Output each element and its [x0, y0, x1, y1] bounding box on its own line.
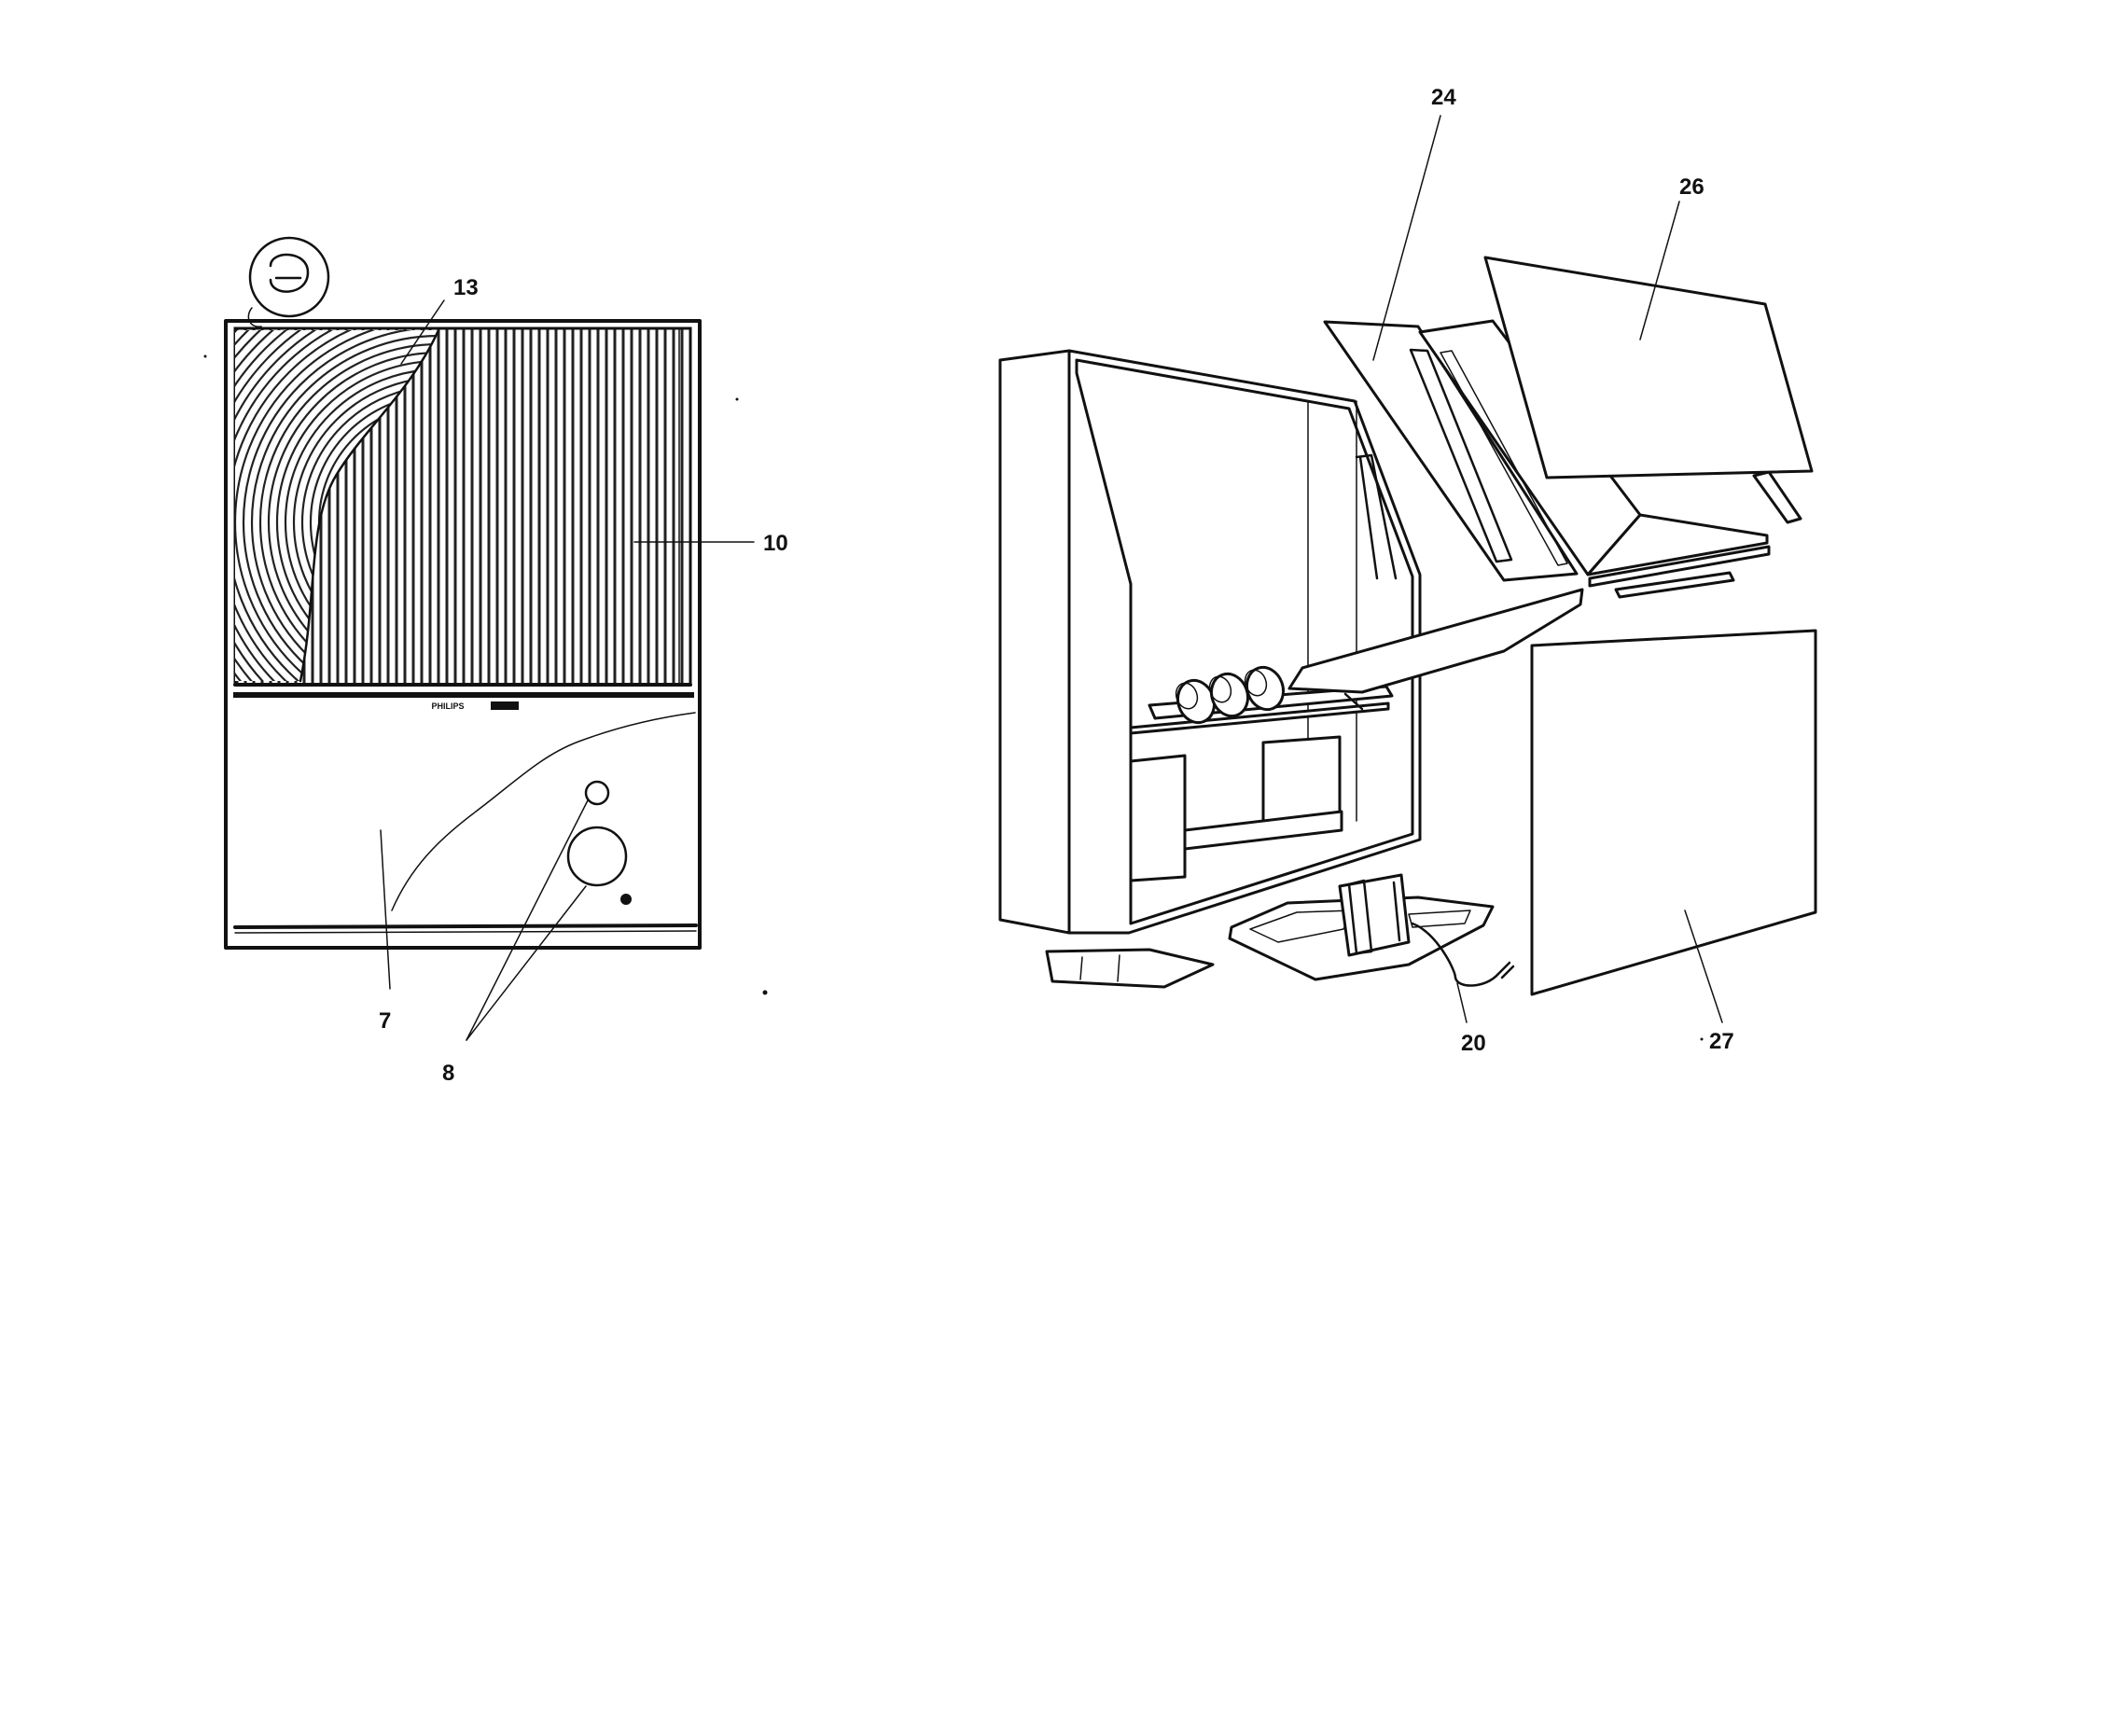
callout-24: 24: [1431, 85, 1456, 110]
exploded-view: [998, 115, 1817, 1041]
fresnel-ring: [242, 330, 438, 681]
control-knob-large: [566, 826, 628, 887]
fresnel-ring: [292, 376, 438, 669]
rear-cover: [1530, 629, 1817, 996]
power-plug-icon: [1496, 961, 1515, 979]
brand-shield-icon: [491, 701, 519, 710]
screen-panel: [233, 326, 692, 687]
fresnel-ring: [309, 393, 438, 652]
indicator-dot: [620, 894, 632, 905]
cabinet-outline: [224, 319, 702, 950]
lamp-symbol-icon: [247, 236, 330, 327]
cabinet-top-cover: [1483, 256, 1814, 479]
power-cord: [1411, 922, 1500, 987]
bottom-tray-panel: [1045, 948, 1215, 989]
fresnel-ring: [250, 334, 438, 681]
callout-20: 20: [1461, 1031, 1486, 1056]
speaker-panel: [233, 712, 698, 934]
fresnel-ring: [300, 384, 438, 660]
callout-27: 27: [1709, 1029, 1734, 1054]
fresnel-ring: [258, 342, 438, 681]
fresnel-ring: [275, 359, 438, 681]
callout-13: 13: [453, 275, 479, 300]
crt-tube-blue: [1245, 665, 1286, 712]
light-shield-panel: [1287, 588, 1584, 694]
crt-projector-assembly: [1129, 665, 1394, 882]
brand-logo: PHILIPS: [431, 701, 464, 711]
cabinet-side-wall: [998, 349, 1071, 935]
power-supply-chassis: [1228, 873, 1515, 987]
control-knob-small: [584, 780, 610, 806]
callout-7: 7: [379, 1008, 391, 1034]
fresnel-ring: [267, 351, 438, 681]
fresnel-ring: [284, 368, 438, 677]
callout-10: 10: [763, 531, 788, 556]
callout-8: 8: [442, 1061, 454, 1086]
front-view: PHILIPS: [203, 236, 768, 1041]
callout-26: 26: [1679, 174, 1704, 200]
